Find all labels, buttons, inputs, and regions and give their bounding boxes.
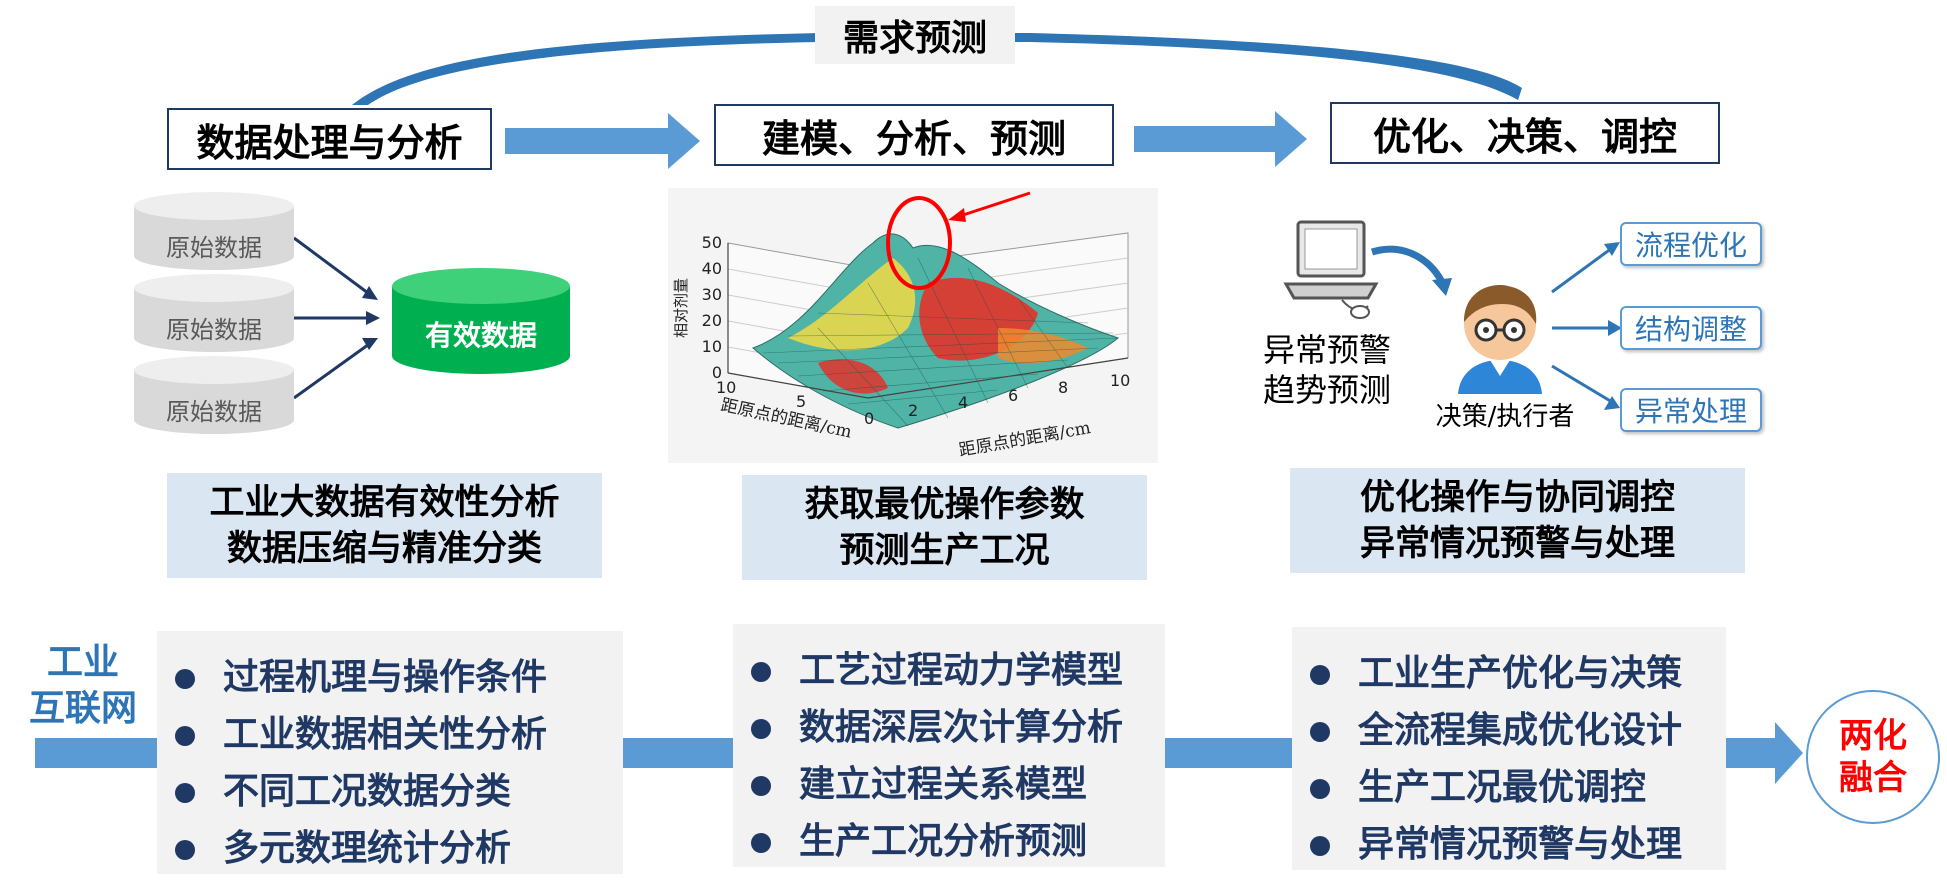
industrial-internet-label: 工业 互联网	[28, 642, 137, 729]
stage-title-modeling: 建模、分析、预测	[714, 104, 1114, 166]
integration-result-circle: 两化 融合	[1806, 690, 1940, 824]
flow-bar-left	[35, 738, 159, 768]
bullet-item: 不同工况数据分类	[175, 763, 623, 820]
z-tick-0: 0	[712, 363, 722, 382]
stage-title-optimization: 优化、决策、调控	[1330, 102, 1720, 164]
bullet-item: 建立过程关系模型	[751, 756, 1165, 813]
computer-to-person-arrow	[1370, 245, 1448, 288]
right-tick-6: 6	[1008, 386, 1018, 405]
dose-surface-chart: 0 10 20 30 40 50 相对剂量 10 5 0 距原点的距离/cm 2…	[668, 188, 1158, 463]
right-tick-4: 4	[958, 393, 968, 412]
bullet-item: 全流程集成优化设计	[1310, 702, 1726, 759]
right-tick-10: 10	[1110, 371, 1130, 390]
bullet-item: 数据深层次计算分析	[751, 699, 1165, 756]
stage-title-data-processing: 数据处理与分析	[167, 108, 492, 170]
flow-arrow-end	[1726, 722, 1803, 784]
z-tick-30: 30	[702, 285, 722, 304]
bullet-item: 生产工况最优调控	[1310, 759, 1726, 816]
raw-data-cylinder-3: 原始数据	[134, 356, 294, 438]
bullet-item: 过程机理与操作条件	[175, 649, 623, 706]
action-tag-structure-adjustment: 结构调整	[1620, 306, 1762, 350]
left-tick-0: 0	[864, 409, 874, 428]
peak-highlight-ellipse	[886, 196, 952, 290]
left-tick-10: 10	[716, 378, 736, 397]
computer-icon	[1283, 220, 1379, 319]
alert-text: 异常预警 趋势预测	[1262, 331, 1391, 409]
valid-data-cylinder: 有效数据	[392, 268, 570, 376]
raw-data-cylinder-2: 原始数据	[134, 274, 294, 356]
flow-bar-mid-2	[1165, 738, 1292, 768]
action-arrow-1	[1551, 246, 1613, 294]
raw-data-stack: 原始数据 原始数据 原始数据	[134, 192, 294, 442]
bullet-list-optimization: 工业生产优化与决策 全流程集成优化设计 生产工况最优调控 异常情况预警与处理	[1292, 627, 1726, 870]
right-tick-8: 8	[1058, 378, 1068, 397]
summary-data-processing: 工业大数据有效性分析 数据压缩与精准分类	[167, 473, 602, 578]
z-axis-label: 相对剂量	[672, 278, 690, 338]
demand-forecast-label: 需求预测	[815, 6, 1015, 64]
decision-maker-label: 决策/执行者	[1435, 402, 1575, 432]
action-tag-process-optimization: 流程优化	[1620, 222, 1762, 266]
stage-arrow-2	[1134, 111, 1307, 167]
raw-data-cylinder-1: 原始数据	[134, 192, 294, 274]
bullet-item: 工业生产优化与决策	[1310, 645, 1726, 702]
flow-bar-mid-1	[623, 738, 733, 768]
z-tick-10: 10	[702, 337, 722, 356]
z-tick-20: 20	[702, 311, 722, 330]
bullet-item: 工艺过程动力学模型	[751, 642, 1165, 699]
summary-modeling: 获取最优操作参数 预测生产工况	[742, 475, 1147, 580]
bullet-list-modeling: 工艺过程动力学模型 数据深层次计算分析 建立过程关系模型 生产工况分析预测	[733, 624, 1165, 867]
left-tick-5: 5	[796, 392, 806, 411]
bullet-item: 工业数据相关性分析	[175, 706, 623, 763]
bullet-item: 生产工况分析预测	[751, 813, 1165, 870]
stage-arrow-1	[505, 113, 700, 169]
summary-optimization: 优化操作与协同调控 异常情况预警与处理	[1290, 468, 1745, 573]
action-arrow-3	[1551, 364, 1613, 404]
bullet-item: 多元数理统计分析	[175, 820, 623, 877]
raw-to-valid-arrows	[293, 236, 373, 400]
bullet-list-data-processing: 过程机理与操作条件 工业数据相关性分析 不同工况数据分类 多元数理统计分析	[157, 631, 623, 874]
right-tick-2: 2	[908, 401, 918, 420]
z-tick-40: 40	[702, 259, 722, 278]
peak-highlight-arrow	[959, 191, 1031, 218]
z-tick-50: 50	[702, 233, 722, 252]
action-tag-exception-handling: 异常处理	[1620, 388, 1762, 432]
bullet-item: 异常情况预警与处理	[1310, 816, 1726, 873]
decision-maker-avatar	[1458, 285, 1542, 394]
